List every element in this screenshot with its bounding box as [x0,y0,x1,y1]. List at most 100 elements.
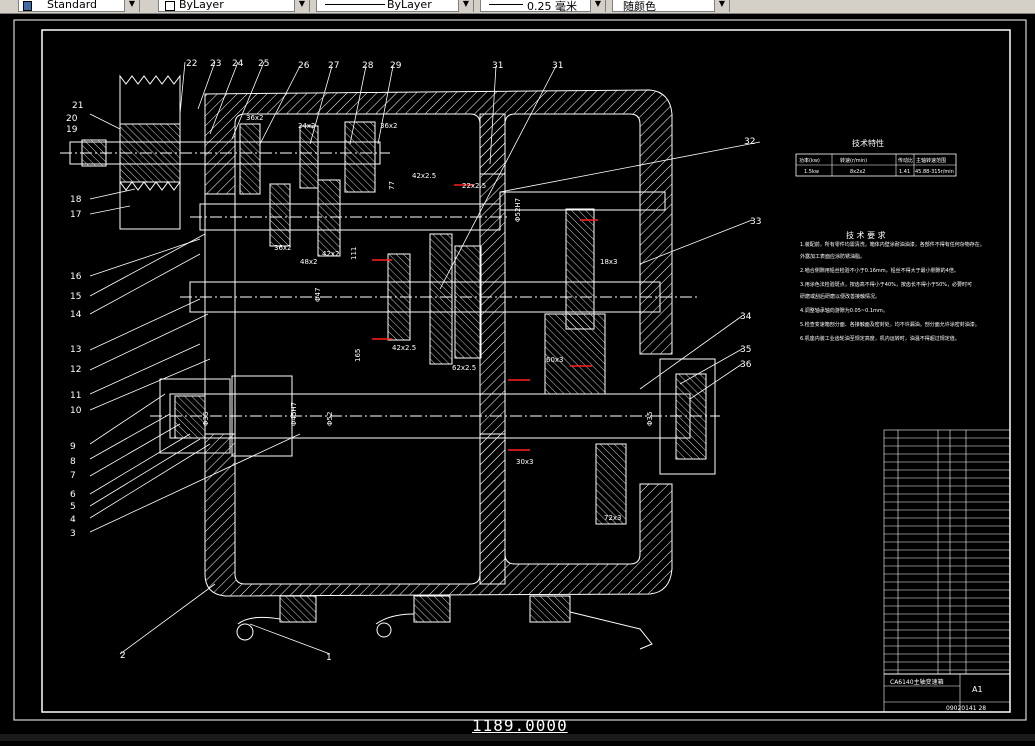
color-dropdown[interactable]: 随颜色 ▼ [612,0,730,13]
linetype-value: ByLayer [387,0,432,11]
callout-4: 4 [70,515,76,525]
layer-dropdown[interactable]: ByLayer ▼ [158,0,310,12]
dim-label: Φ35 [202,412,210,426]
callout-5: 5 [70,502,76,512]
title-block-name: CA6140主轴变速箱 [890,678,944,686]
tech-line: 5.检查变速箱剖分面、各接触面及密封处，均不许漏油。剖分面允许涂密封油漆。 [800,321,980,328]
model-space-scale-label: 1189.0000 [472,716,568,735]
callout-29: 29 [390,61,402,71]
callout-34: 34 [740,312,752,322]
dim-label: 36x2 [380,122,398,130]
lineweight-value: 0.25 毫米 [527,0,577,13]
callout-35: 35 [740,345,751,355]
callout-15: 15 [70,292,81,302]
callout-25: 25 [258,59,269,69]
gears [159,121,716,525]
color-value: 随颜色 [623,0,656,13]
table-header: 主轴转速范围 [916,157,946,164]
callout-27: 27 [328,61,339,71]
dim-label: 24x2 [298,122,316,130]
layer-value: ByLayer [179,0,224,11]
inner-border [41,29,1011,713]
table-header: 功率(kw) [799,157,820,164]
chevron-down-icon[interactable]: ▼ [458,0,473,12]
tech-line: 3.用涂色法检验斑点，按齿高不得小于40%，按齿长不得小于50%，必要时可 [800,281,972,288]
callout-numbers: 1 2 3 4 5 6 7 8 9 10 11 12 13 14 15 16 1… [66,59,761,663]
v-belt-pulley [81,74,181,230]
callout-19: 19 [66,125,78,135]
callout-14: 14 [70,310,82,320]
dim-label: 111 [350,247,358,260]
dim-label: 42x2.5 [412,172,436,180]
callout-8: 8 [70,457,76,467]
dim-label: Φ45H7 [290,402,298,426]
chevron-down-icon[interactable]: ▼ [714,0,729,12]
title-block-text: CA6140主轴变速箱 A1 09020141 28 [890,678,986,712]
dim-label: 36x2 [246,114,264,122]
outer-border [13,19,1027,721]
tech-line: 研磨或刮后研磨以便改善接触情况。 [800,293,880,300]
callout-22: 22 [186,59,197,69]
callout-17: 17 [70,210,81,220]
callout-2: 2 [120,651,126,661]
base-feet [236,595,653,650]
horizontal-scrollbar[interactable] [0,734,1035,741]
table-header: 转速(r/min) [840,157,867,164]
tech-line: 2.啮合侧隙用铅丝检验不小于0.16mm，铅丝不得大于最小侧隙的4倍。 [800,267,959,274]
tech-characteristics-table: 技术特性 功率(kw) 转速(r/min) 传动比 主轴转速范围 1.5kw 8… [795,138,957,177]
lineweight-dropdown[interactable]: 0.25 毫米 ▼ [480,0,606,13]
callout-7: 7 [70,471,76,481]
table-title: 技术特性 [852,138,884,148]
title-block [883,429,1011,713]
callout-23: 23 [210,59,221,69]
dim-label: 60x3 [546,356,564,364]
dim-label: 22x2.5 [462,182,486,190]
table-cell: 1.41 [899,169,910,175]
callout-33: 33 [750,217,761,227]
callout-10: 10 [70,406,82,416]
lineweight-sample [489,4,523,5]
dim-label: 42x2.5 [392,344,416,352]
dim-label: Φ35 [646,412,654,426]
callout-20: 20 [66,114,78,124]
callout-12: 12 [70,365,81,375]
text-style-dropdown[interactable]: Standard ▼ [18,0,140,12]
chevron-down-icon[interactable]: ▼ [124,0,139,12]
callout-24: 24 [232,59,244,69]
chevron-down-icon[interactable]: ▼ [294,0,309,12]
callout-21: 21 [72,101,83,111]
table-header: 传动比 [898,157,913,164]
dim-label: 36x2 [274,244,292,252]
text-style-icon [23,1,32,11]
table-cell: 8x2x2 [850,169,865,175]
callout-28: 28 [362,61,374,71]
tech-line: 6.机座内装工业齿轮油至规定高度，机内运转时，油温不得超过规定值。 [800,335,960,342]
callout-16: 16 [70,272,82,282]
highlight-marks [372,184,598,451]
callout-13: 13 [70,345,81,355]
linetype-dropdown[interactable]: ByLayer ▼ [316,0,474,12]
callout-26: 26 [298,61,310,71]
tech-line: 1.装配前，所有零件均需清洗，箱体内壁涂耐油油漆，各部件不得有任何杂物存在。 [800,241,985,248]
callout-1: 1 [326,653,332,663]
tech-line: 4.调整轴承轴向游隙为0.05~0.1mm。 [800,307,888,314]
cad-drawing: 1 2 3 4 5 6 7 8 9 10 11 12 13 14 15 16 1… [13,19,1027,721]
dim-label: 77 [388,181,396,190]
table-cell: 45.88-315r/min [915,169,954,175]
callout-9: 9 [70,442,76,452]
dim-label: 30x3 [516,458,534,466]
callout-11: 11 [70,391,81,401]
callout-3: 3 [70,529,76,539]
table-cell: 1.5kw [804,169,819,175]
tech-line: 外露加工表面应涂防锈油脂。 [800,253,865,260]
dim-label: 72x3 [604,514,622,522]
callout-6: 6 [70,490,76,500]
chevron-down-icon[interactable]: ▼ [590,0,605,12]
drawing-canvas[interactable]: 1 2 3 4 5 6 7 8 9 10 11 12 13 14 15 16 1… [0,14,1035,741]
tech-requirements: 技 术 要 求 1.装配前，所有零件均需清洗，箱体内壁涂耐油油漆，各部件不得有任… [800,230,985,342]
linetype-sample [325,4,385,5]
dim-label: Φ47 [314,288,322,302]
dimension-labels: 36x2 24x2 36x2 42x2.5 22x2.5 36x2 48x2 4… [202,114,654,522]
text-style-value: Standard [47,0,98,11]
dim-label: 42x2 [322,250,340,258]
